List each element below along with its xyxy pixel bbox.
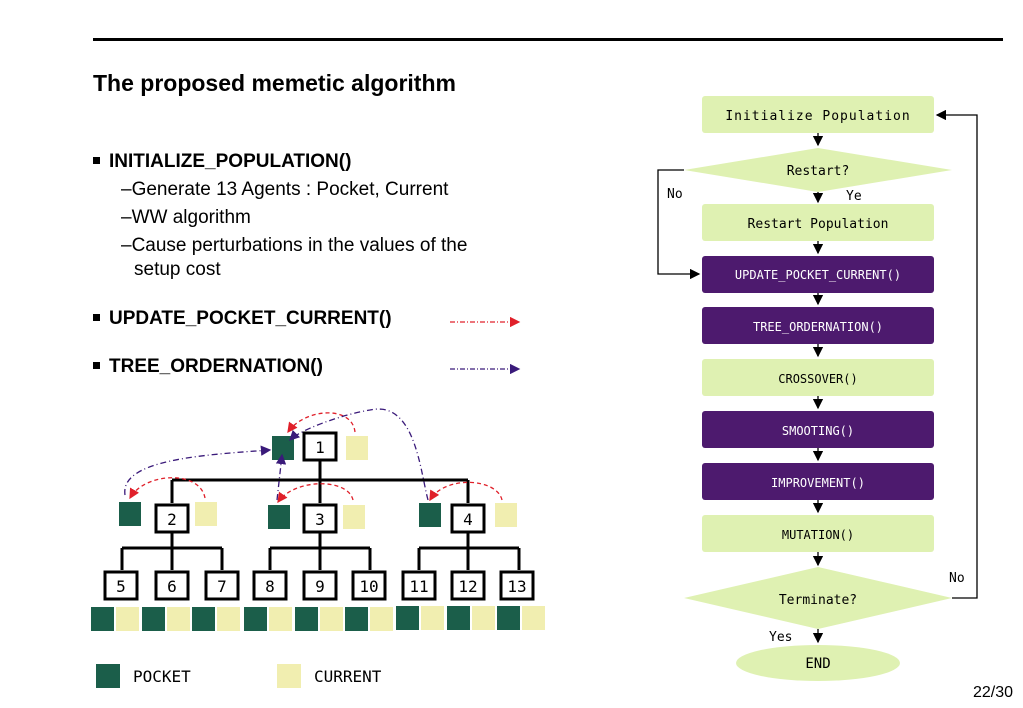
- bullet-update: UPDATE_POCKET_CURRENT(): [93, 307, 392, 331]
- flowchart: Initialize Population Restart? Ye s No R…: [657, 96, 978, 681]
- agent-strip: [91, 606, 545, 631]
- ordernation-arrows: [124, 408, 429, 501]
- tree-node-label: 6: [167, 577, 177, 596]
- tree-node: [302, 503, 338, 534]
- flow-no-label: No: [667, 187, 683, 202]
- leaf-nodes: 5 6 7 8 9 10 11 12 13: [103, 570, 535, 601]
- tree-node: [252, 570, 288, 601]
- tree-node: [450, 503, 486, 534]
- flow-crossover-box: [702, 359, 934, 396]
- bullet-initialize: INITIALIZE_POPULATION(): [93, 150, 351, 174]
- legend-current-label: CURRENT: [314, 667, 382, 686]
- legend-pocket-label: POCKET: [133, 667, 191, 686]
- sub-bullet-ww: –WW algorithm: [121, 207, 251, 228]
- flow-restart-label: Restart?: [787, 164, 850, 179]
- tree-node-label: 2: [167, 510, 177, 529]
- flow-update-box: [702, 256, 934, 293]
- tree-node: [154, 503, 190, 534]
- flow-restart-pop-label: Restart Population: [748, 217, 889, 232]
- flow-smoothing-label: SMOOTING(): [782, 424, 854, 438]
- tree-node-label: 10: [359, 577, 378, 596]
- tree-node: [302, 431, 338, 462]
- slide-title: The proposed memetic algorithm: [93, 70, 456, 96]
- bullet-square-icon: [93, 362, 100, 369]
- legend-current-swatch: [277, 664, 301, 688]
- flow-restart-box: [702, 204, 934, 241]
- pocket-block: [419, 503, 441, 527]
- tree-node: [450, 570, 486, 601]
- flow-initialize-box: [702, 96, 934, 133]
- bullet-square-icon: [93, 314, 100, 321]
- tree-node: [103, 570, 139, 601]
- tree-node-label: 1: [315, 438, 325, 457]
- bullet-square-icon: [93, 157, 100, 164]
- flow-tree-label: TREE_ORDERNATION(): [753, 320, 883, 334]
- tree-node: [401, 570, 437, 601]
- tree-node-label: 3: [315, 510, 325, 529]
- flow-improvement-box: [702, 463, 934, 500]
- tree-node-label: 13: [507, 577, 526, 596]
- flow-improvement-label: IMPROVEMENT(): [771, 476, 865, 490]
- tree-node: [302, 570, 338, 601]
- flow-initialize-label: Initialize Population: [725, 109, 910, 124]
- bullet-initialize-label: INITIALIZE_POPULATION(): [109, 151, 352, 172]
- bullet-tree: TREE_ORDERNATION(): [93, 355, 323, 379]
- flow-terminate-decision: [684, 567, 952, 629]
- tree-node-label: 11: [409, 577, 428, 596]
- current-block: [195, 502, 217, 526]
- flow-restart-decision: [684, 148, 952, 192]
- flow-end-terminal: [736, 645, 900, 681]
- tree-node-label: 8: [265, 577, 275, 596]
- sub-bullet-perturb: –Cause perturbations in the values of th…: [121, 235, 468, 256]
- pocket-block: [272, 436, 294, 460]
- flow-no-right-label: No: [949, 571, 965, 586]
- current-block: [495, 503, 517, 527]
- bullet-tree-label: TREE_ORDERNATION(): [109, 356, 323, 377]
- tree-node-label: 5: [116, 577, 126, 596]
- flow-end-label: END: [805, 656, 830, 672]
- pocket-block: [119, 502, 141, 526]
- flow-yes-bottom-label: Yes: [769, 630, 792, 645]
- pocket-block: [268, 505, 290, 529]
- page-number: 22/30: [972, 684, 1013, 701]
- tree-node: [154, 570, 190, 601]
- flow-terminate-label: Terminate?: [779, 593, 857, 608]
- tree-node-label: 7: [217, 577, 227, 596]
- flow-update-label: UPDATE_POCKET_CURRENT(): [735, 268, 901, 282]
- sub-bullet-generate: –Generate 13 Agents : Pocket, Current: [121, 179, 449, 200]
- flow-smoothing-box: [702, 411, 934, 448]
- flow-mutation-box: [702, 515, 934, 552]
- current-block: [346, 436, 368, 460]
- tree-node-label: 4: [463, 510, 473, 529]
- tree-node: [204, 570, 240, 601]
- current-block: [343, 505, 365, 529]
- flow-tree-box: [702, 307, 934, 344]
- top-rule: [93, 38, 1003, 41]
- tree-node-label: 12: [458, 577, 477, 596]
- update-arrows: [129, 412, 503, 504]
- legend-pocket-swatch: [96, 664, 120, 688]
- sub-bullet-perturb-cont: setup cost: [134, 259, 221, 280]
- flow-crossover-label: CROSSOVER(): [778, 372, 857, 386]
- flow-mutation-label: MUTATION(): [782, 528, 854, 542]
- tree-node: [499, 570, 535, 601]
- tree-edges: [120, 459, 521, 570]
- bullet-update-label: UPDATE_POCKET_CURRENT(): [109, 308, 392, 329]
- flow-yes-label: Ye: [846, 189, 862, 204]
- tree-node: [351, 570, 387, 601]
- tree-node-label: 9: [315, 577, 325, 596]
